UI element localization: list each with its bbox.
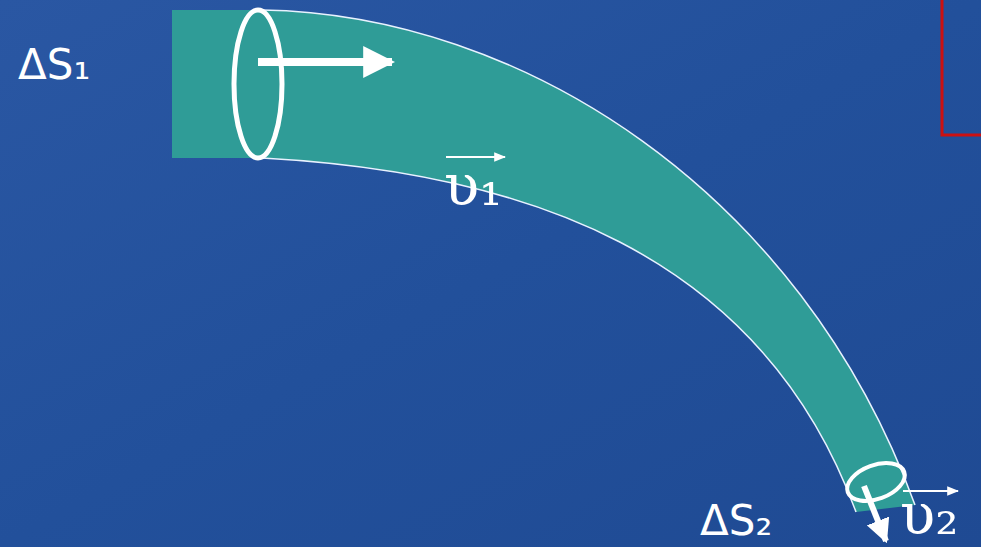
cross-section bbox=[842, 456, 910, 508]
cross-section bbox=[234, 10, 282, 158]
red-frame bbox=[942, 0, 981, 135]
velocity-arrow bbox=[258, 58, 392, 66]
velocity-label: υ₁ bbox=[444, 156, 503, 214]
tube-edge bbox=[262, 10, 915, 505]
tube-edge bbox=[262, 158, 856, 512]
area-label: ΔS₂ bbox=[700, 500, 772, 542]
velocity-label: υ₂ bbox=[900, 485, 959, 543]
velocity-arrow bbox=[864, 486, 886, 541]
area-label: ΔS₁ bbox=[18, 44, 90, 86]
stream-tube bbox=[172, 10, 915, 512]
